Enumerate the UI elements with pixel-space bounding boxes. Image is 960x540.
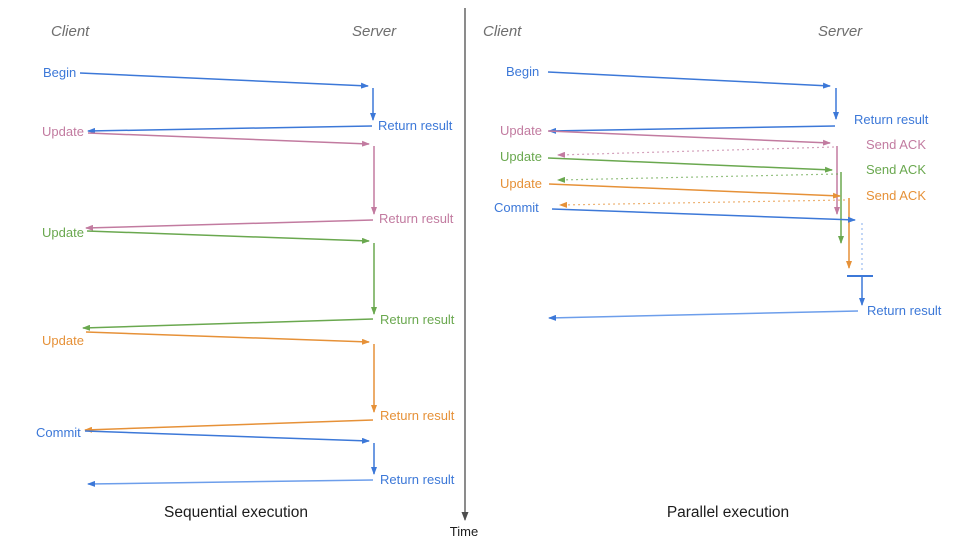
seq-begin-return-label: Return result (378, 118, 453, 133)
par-begin-label: Begin (506, 64, 539, 79)
seq-update3-return-label: Return result (380, 408, 455, 423)
time-axis-label: Time (450, 524, 478, 539)
par-caption: Parallel execution (667, 504, 789, 521)
par-update2-ack-line (557, 173, 839, 183)
par-row-commit: Commit Return result (494, 200, 942, 321)
par-update1-request-line (547, 130, 831, 146)
seq-caption: Sequential execution (164, 504, 308, 521)
par-begin-return-label: Return result (854, 112, 929, 127)
seq-row-update-2: Update Return result (42, 225, 455, 331)
par-row-begin: Begin Return result (506, 64, 929, 134)
seq-commit-return-label: Return result (380, 472, 455, 487)
time-axis: Time (450, 8, 478, 539)
seq-server-header: Server (352, 23, 397, 40)
seq-update2-label: Update (42, 225, 84, 240)
par-row-update-3: Update Send ACK (500, 176, 926, 269)
par-commit-return-line (548, 310, 859, 321)
par-update2-label: Update (500, 149, 542, 164)
par-row-update-2: Update Send ACK (500, 149, 926, 244)
seq-update1-label: Update (42, 124, 84, 139)
seq-begin-label: Begin (43, 65, 76, 80)
par-update3-ack-label: Send ACK (866, 188, 926, 203)
seq-update3-label: Update (42, 333, 84, 348)
panel-parallel: Client Server Begin Return result Update… (483, 23, 942, 521)
seq-update2-request-line (86, 230, 370, 244)
seq-commit-return-line (87, 479, 374, 487)
seq-begin-request-line (79, 72, 369, 89)
par-commit-label: Commit (494, 200, 539, 215)
par-client-header: Client (483, 23, 522, 40)
seq-commit-request-line (84, 430, 370, 444)
seq-row-update-1: Update Return result (42, 124, 454, 231)
seq-update1-request-line (87, 132, 370, 147)
par-commit-request-line (551, 208, 856, 223)
seq-begin-return-line (87, 125, 373, 134)
seq-commit-label: Commit (36, 425, 81, 440)
par-update1-ack-label: Send ACK (866, 137, 926, 152)
seq-update3-return-line (84, 419, 374, 433)
par-update2-request-line (547, 157, 833, 173)
seq-update3-request-line (85, 331, 370, 345)
panel-sequential: Client Server Begin Return result Update… (36, 23, 455, 521)
seq-update2-return-label: Return result (380, 312, 455, 327)
par-update1-ack-line (557, 146, 835, 158)
par-update3-ack-line (559, 199, 846, 208)
par-update3-label: Update (500, 176, 542, 191)
par-row-update-1: Update Send ACK (500, 123, 926, 215)
seq-update1-return-line (85, 219, 374, 231)
par-server-header: Server (818, 23, 863, 40)
seq-row-begin: Begin Return result (43, 65, 453, 134)
seq-update1-return-label: Return result (379, 211, 454, 226)
par-commit-return-label: Return result (867, 303, 942, 318)
seq-row-commit: Commit Return result (36, 425, 455, 487)
seq-client-header: Client (51, 23, 90, 40)
par-update1-label: Update (500, 123, 542, 138)
par-begin-request-line (547, 71, 831, 89)
par-begin-return-line (548, 125, 836, 134)
seq-update2-return-line (82, 318, 374, 331)
par-update3-request-line (548, 183, 841, 199)
seq-row-update-3: Update Return result (42, 331, 455, 433)
par-update2-ack-label: Send ACK (866, 162, 926, 177)
